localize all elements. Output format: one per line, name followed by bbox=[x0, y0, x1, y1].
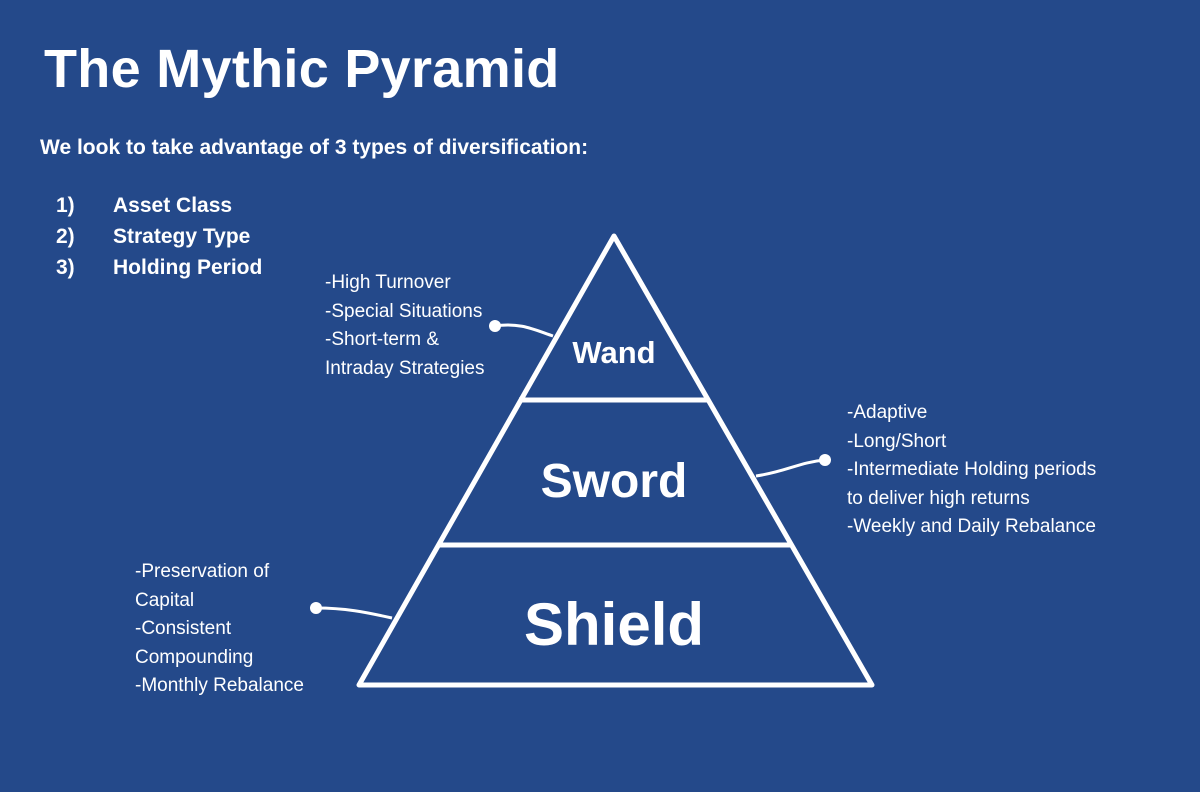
list-item: 3) Holding Period bbox=[56, 252, 262, 283]
list-item-label: Holding Period bbox=[113, 256, 263, 279]
callout-wand: -High Turnover -Special Situations -Shor… bbox=[325, 269, 484, 383]
diversification-list: 1) Asset Class 2) Strategy Type 3) Holdi… bbox=[56, 190, 262, 283]
callout-line: -Intermediate Holding periods bbox=[847, 459, 1097, 480]
callout-line: Intraday Strategies bbox=[325, 357, 485, 379]
tier-label-wand: Wand bbox=[572, 335, 655, 370]
callout-line: -Long/Short bbox=[847, 430, 947, 452]
callout-line: -Adaptive bbox=[847, 402, 928, 423]
callout-line: -Consistent bbox=[135, 618, 232, 639]
callout-line: -Special Situations bbox=[325, 300, 483, 322]
callout-line: -High Turnover bbox=[325, 272, 451, 293]
tier-label-sword: Sword bbox=[541, 455, 688, 508]
list-item-label: Strategy Type bbox=[113, 225, 251, 248]
page-title: The Mythic Pyramid bbox=[44, 39, 560, 99]
list-item-number: 3) bbox=[56, 256, 75, 279]
subtitle: We look to take advantage of 3 types of … bbox=[40, 136, 589, 159]
callout-shield: -Preservation of Capital -Consistent Com… bbox=[135, 558, 304, 701]
pyramid-outline bbox=[356, 233, 875, 688]
list-item-label: Asset Class bbox=[113, 194, 233, 217]
connector-wand bbox=[489, 320, 554, 338]
callout-line: -Short-term & bbox=[325, 329, 440, 350]
list-item-number: 1) bbox=[56, 194, 75, 217]
callout-line: -Preservation of bbox=[135, 561, 270, 582]
connector-sword bbox=[755, 454, 831, 478]
list-item: 1) Asset Class bbox=[56, 190, 262, 221]
connector-shield bbox=[310, 602, 393, 620]
callout-line: Capital bbox=[135, 589, 195, 611]
list-item-number: 2) bbox=[56, 225, 75, 248]
callout-sword: -Adaptive -Long/Short -Intermediate Hold… bbox=[847, 399, 1096, 542]
list-item: 2) Strategy Type bbox=[56, 221, 262, 252]
callout-line: Compounding bbox=[135, 646, 254, 668]
callout-line: to deliver high returns bbox=[847, 487, 1030, 509]
callout-line: -Monthly Rebalance bbox=[135, 675, 304, 696]
tier-label-shield: Shield bbox=[524, 591, 704, 658]
callout-line: -Weekly and Daily Rebalance bbox=[847, 516, 1096, 537]
